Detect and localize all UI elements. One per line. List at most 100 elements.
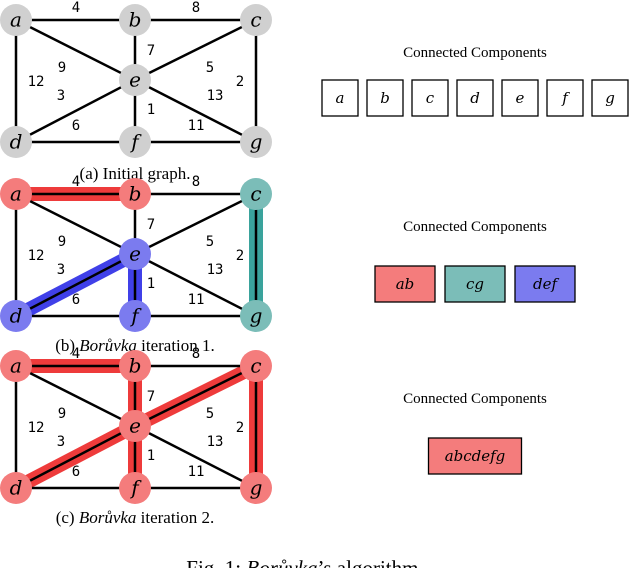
- component-label: g: [605, 89, 615, 107]
- caption-suffix: iteration 2.: [136, 508, 214, 527]
- edge-weight-e-g: 13: [207, 262, 224, 278]
- component-box-f: [546, 79, 584, 117]
- caption-italic: Borůvka: [79, 336, 137, 355]
- components-title: Connected Components: [403, 45, 547, 61]
- edge-a-e: [15, 364, 136, 428]
- component-label: ab: [396, 275, 415, 293]
- component-label: def: [533, 275, 559, 293]
- component-box-a: [321, 79, 359, 117]
- panel-caption: (c) Borůvka iteration 2.: [56, 508, 215, 527]
- edge-weight-c-e: 5: [206, 406, 214, 422]
- caption-prefix: (c): [56, 508, 79, 527]
- component-box-ab: [374, 265, 436, 303]
- node-e: [119, 64, 151, 96]
- edge-weight-f-g: 11: [188, 292, 205, 308]
- edge-weight-f-g: 11: [188, 464, 205, 480]
- node-label-e: e: [129, 242, 141, 266]
- node-f: [119, 472, 151, 504]
- edge-weight-e-g: 13: [207, 88, 224, 104]
- edge-weight-b-e: 7: [147, 217, 155, 233]
- node-a: [0, 4, 32, 36]
- component-box-def: [514, 265, 576, 303]
- component-box-b: [366, 79, 404, 117]
- node-b: [119, 350, 151, 382]
- node-d: [0, 472, 32, 504]
- component-label: f: [561, 89, 570, 107]
- component-box-c: [411, 79, 449, 117]
- node-e: [119, 410, 151, 442]
- caption-suffix: iteration 1.: [137, 336, 215, 355]
- caption-italic: Borůvka: [79, 508, 137, 527]
- edge-weight-d-e: 3: [57, 434, 65, 450]
- edge-weight-e-f: 1: [147, 448, 155, 464]
- panel-caption: (b) Borůvka iteration 1.: [55, 336, 215, 355]
- edge-weight-a-b: 4: [72, 0, 80, 16]
- node-d: [0, 300, 32, 332]
- components-title: Connected Components: [403, 219, 547, 235]
- node-label-b: b: [129, 8, 142, 32]
- node-label-b: b: [129, 354, 142, 378]
- edge-c-e: [134, 18, 257, 82]
- figure-caption: Fig. 1: Borůvka’s algorithm.: [186, 556, 423, 568]
- node-g: [240, 472, 272, 504]
- caption-suffix: Initial graph.: [103, 164, 191, 183]
- component-label: b: [380, 89, 390, 107]
- edge-a-e: [15, 192, 136, 256]
- edge-c-e: [134, 192, 257, 256]
- node-label-g: g: [250, 476, 263, 500]
- component-box-e: [501, 79, 539, 117]
- edge-weight-b-e: 7: [147, 389, 155, 405]
- node-g: [240, 126, 272, 158]
- node-label-a: a: [10, 354, 22, 378]
- edge-e-g: [134, 424, 257, 490]
- edge-d-e: [15, 78, 136, 144]
- edge-e-g: [134, 252, 257, 318]
- edge-weight-a-d: 12: [28, 248, 45, 264]
- component-box-d: [456, 79, 494, 117]
- edge-weight-d-f: 6: [72, 292, 80, 308]
- node-c: [240, 178, 272, 210]
- edge-d-e: [15, 424, 136, 490]
- component-label: abcdefg: [445, 447, 506, 465]
- edge-weight-c-e: 5: [206, 234, 214, 250]
- node-g: [240, 300, 272, 332]
- component-label: e: [516, 89, 525, 107]
- edge-d-e: [15, 252, 136, 318]
- node-c: [240, 350, 272, 382]
- node-label-d: d: [10, 130, 23, 154]
- component-box-abcdefg: [427, 437, 523, 475]
- panel-caption: (a) Initial graph.: [80, 164, 191, 183]
- node-b: [119, 178, 151, 210]
- figure-caption-suffix: ’s algorithm.: [318, 556, 424, 568]
- edge-weight-b-c: 8: [192, 346, 200, 362]
- component-label: d: [470, 89, 480, 107]
- figure-caption-prefix: Fig. 1:: [186, 556, 246, 568]
- edge-weight-b-e: 7: [147, 43, 155, 59]
- component-label: a: [336, 89, 345, 107]
- edge-weight-d-f: 6: [72, 118, 80, 134]
- caption-prefix: (b): [55, 336, 79, 355]
- node-label-e: e: [129, 414, 141, 438]
- figure-caption-italic: Borůvka: [246, 556, 317, 568]
- edge-weight-c-g: 2: [236, 248, 244, 264]
- edge-weight-c-g: 2: [236, 420, 244, 436]
- node-label-a: a: [10, 182, 22, 206]
- edge-weight-e-f: 1: [147, 276, 155, 292]
- edge-weight-f-g: 11: [188, 118, 205, 134]
- node-e: [119, 238, 151, 270]
- edge-weight-b-c: 8: [192, 0, 200, 16]
- caption-prefix: (a): [80, 164, 103, 183]
- node-label-d: d: [10, 476, 23, 500]
- node-label-c: c: [250, 354, 261, 378]
- edge-weight-e-g: 13: [207, 434, 224, 450]
- edge-weight-a-e: 9: [58, 234, 66, 250]
- edge-c-e: [134, 364, 257, 428]
- node-d: [0, 126, 32, 158]
- node-label-g: g: [250, 304, 263, 328]
- node-c: [240, 4, 272, 36]
- node-b: [119, 4, 151, 36]
